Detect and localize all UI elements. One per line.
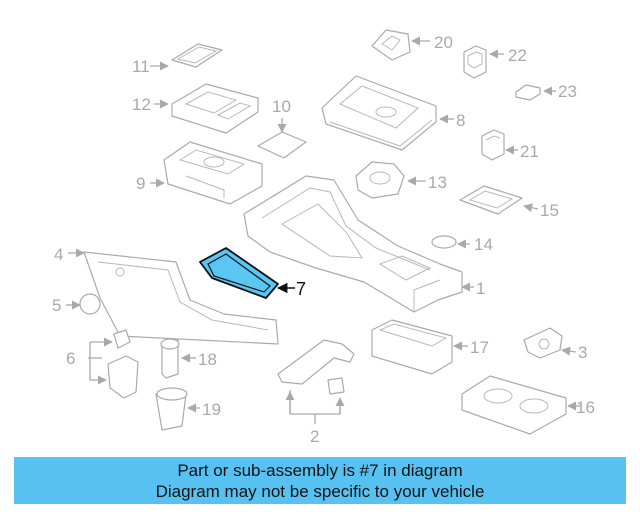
note-line-2: Diagram may not be specific to your vehi… bbox=[155, 482, 485, 501]
part-20-switch bbox=[371, 29, 411, 61]
callout-3: 3 bbox=[578, 343, 587, 362]
callout-14: 14 bbox=[474, 235, 493, 254]
part-14-cap bbox=[431, 235, 457, 249]
diagram-note-banner: Part or sub-assembly is #7 in diagram Di… bbox=[14, 457, 626, 504]
callout-21: 21 bbox=[520, 142, 539, 161]
callout-6: 6 bbox=[66, 349, 75, 368]
part-10-pad bbox=[257, 131, 307, 159]
callout-22: 22 bbox=[508, 46, 527, 65]
part-7-highlighted-panel bbox=[199, 247, 279, 299]
callout-4: 4 bbox=[54, 245, 63, 264]
callout-11: 11 bbox=[132, 57, 150, 76]
part-23-cap bbox=[515, 84, 541, 101]
callout-17: 17 bbox=[470, 338, 489, 357]
part-11-trim-pad bbox=[171, 43, 223, 68]
part-19-cup bbox=[155, 387, 188, 431]
callout-10: 10 bbox=[272, 97, 291, 116]
part-18-socket bbox=[160, 338, 180, 379]
leader-3 bbox=[561, 346, 577, 356]
part-13-shift-boot bbox=[355, 161, 405, 199]
part-6-bracket bbox=[107, 329, 139, 399]
callout-1: 1 bbox=[476, 279, 485, 298]
part-16-cupholder bbox=[461, 375, 567, 435]
callout-12: 12 bbox=[132, 95, 151, 114]
part-5-plug bbox=[79, 293, 101, 315]
leader-15 bbox=[523, 203, 539, 213]
part-12-trim-bezel bbox=[171, 83, 259, 134]
callout-9: 9 bbox=[136, 174, 145, 193]
part-1-center-console bbox=[243, 175, 463, 313]
part-21-socket bbox=[481, 129, 505, 161]
exploded-parts-diagram: 11 12 10 9 20 22 23 bbox=[52, 29, 595, 446]
callout-5: 5 bbox=[52, 296, 61, 315]
callout-15: 15 bbox=[540, 201, 559, 220]
callout-13: 13 bbox=[428, 173, 447, 192]
part-9-cupholder-housing bbox=[163, 141, 263, 205]
part-22-socket bbox=[463, 45, 487, 79]
callout-20: 20 bbox=[434, 33, 453, 52]
callout-7: 7 bbox=[296, 279, 306, 299]
note-line-1: Part or sub-assembly is #7 in diagram bbox=[177, 461, 463, 480]
callout-8: 8 bbox=[456, 111, 465, 130]
part-4-side-panel bbox=[83, 251, 279, 345]
part-15-mat bbox=[459, 185, 523, 215]
callout-16: 16 bbox=[576, 398, 595, 417]
part-3-bracket bbox=[523, 327, 563, 359]
callout-2: 2 bbox=[310, 427, 319, 446]
callout-18: 18 bbox=[198, 350, 217, 369]
callout-19: 19 bbox=[202, 400, 221, 419]
callout-23: 23 bbox=[558, 82, 577, 101]
part-17-storage-bin bbox=[371, 319, 453, 375]
part-8-upper-console-tray bbox=[321, 75, 437, 151]
part-2-mount-bracket bbox=[277, 339, 355, 395]
